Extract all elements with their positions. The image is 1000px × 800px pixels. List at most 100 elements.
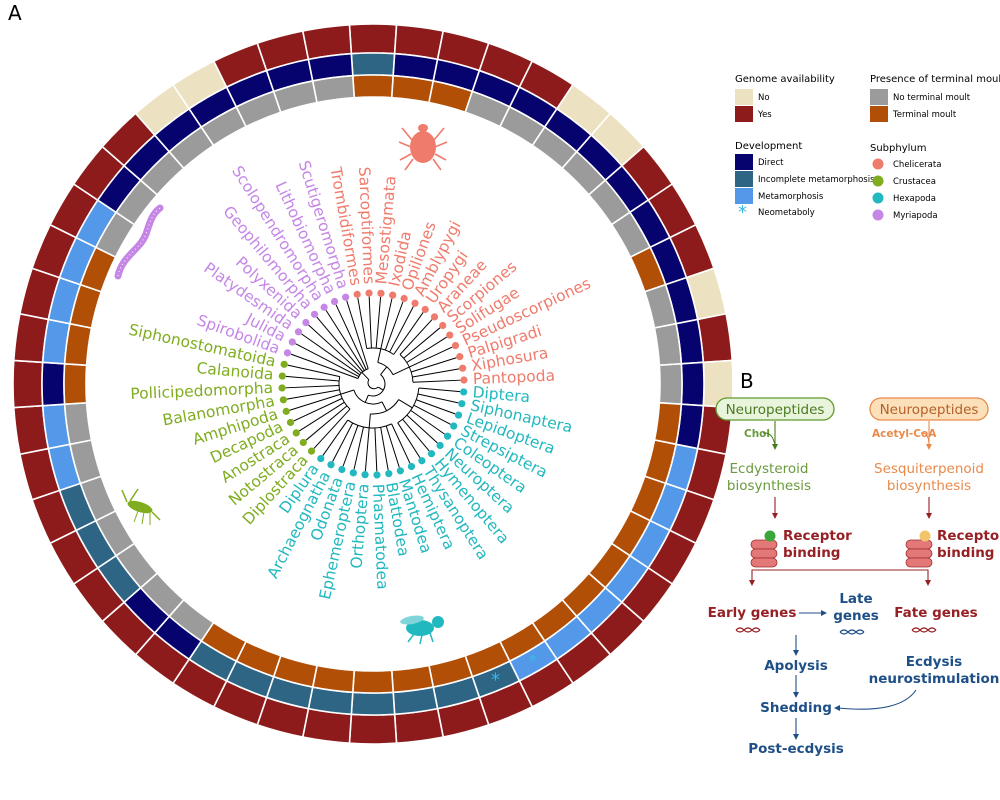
tip-dot	[446, 331, 454, 339]
post-ecdysis-label: Post-ecdysis	[748, 741, 844, 757]
taxon-labels: TrombidiformesSarcoptiformesMesostigmata…	[127, 158, 593, 601]
legend-dot-hexapoda	[872, 192, 884, 204]
legend-dev-neometaboly: Neometaboly	[758, 208, 815, 218]
ring-development-cell	[680, 361, 705, 407]
early-genes-label: Early genes	[708, 605, 797, 621]
left-neuropeptides-pill	[715, 397, 835, 421]
tip-dot	[279, 396, 287, 404]
ring-moult-cell	[63, 322, 93, 367]
tree-arc	[377, 362, 394, 375]
tree-branch	[290, 353, 359, 379]
taxon-label: Phasmatodea	[369, 483, 392, 589]
tree-branch	[322, 419, 349, 456]
ring-genome-cell	[348, 713, 398, 745]
ring-development-cell	[41, 361, 66, 407]
panel-letter-b: B	[740, 369, 754, 393]
tree-branch	[313, 408, 351, 449]
legend-dot-chelicerata	[872, 158, 884, 170]
acetyl-coa-label: Acetyl-CoA	[872, 428, 937, 440]
left-receptor-line1: Receptor	[783, 528, 852, 544]
tip-dot	[320, 303, 328, 311]
tree-branch	[299, 401, 345, 432]
tree-branch	[389, 306, 414, 353]
tree-branch	[377, 348, 382, 363]
tree-branch	[377, 386, 384, 391]
tree-branch	[381, 401, 388, 411]
tree-branch	[397, 422, 421, 458]
ring-genome-cell	[348, 23, 398, 55]
ring-moult-cell	[63, 401, 93, 446]
taxon-label: Sarcoptiformes	[355, 166, 378, 284]
tree-branch	[384, 301, 404, 351]
tree-branch	[308, 324, 362, 374]
ecdysis-line2: neurostimulation	[869, 671, 1000, 687]
tip-dot	[342, 293, 350, 301]
legend-swatch-moult-no	[870, 89, 888, 105]
tree-branch	[285, 375, 340, 382]
tree-branch	[361, 372, 370, 381]
left-neuropeptides-label: Neuropeptides	[726, 402, 825, 418]
tip-dot	[450, 422, 458, 430]
tip-dot	[307, 447, 316, 455]
tree-branch	[380, 427, 389, 471]
ring-moult-cell	[351, 669, 395, 694]
left-receptor-line2: binding	[783, 545, 840, 561]
tip-dot	[288, 338, 296, 346]
tree-branch	[410, 409, 445, 435]
ring-moult-cell	[351, 74, 395, 99]
right-receptor-line2: binding	[937, 545, 994, 561]
legend-swatch-genome-no	[735, 89, 753, 105]
tip-dot	[400, 294, 408, 303]
millipede-silhouette-icon	[114, 204, 164, 280]
ecdysis-line1: Ecdysis	[906, 654, 962, 670]
tip-dot	[327, 461, 335, 469]
late-genes-line1: Late	[839, 591, 872, 607]
neometaboly-asterisk-icon: *	[529, 651, 538, 672]
legend-moult-yes: Terminal moult	[892, 110, 957, 120]
legend-genome-title: Genome availability	[735, 74, 835, 85]
tree-branch	[409, 346, 453, 368]
tree-branch	[340, 389, 355, 395]
tip-dot	[353, 290, 361, 298]
tip-dot	[460, 376, 468, 384]
tip-dot	[338, 465, 346, 474]
tip-dot	[278, 384, 286, 392]
panel-letter-a: A	[8, 1, 22, 25]
tip-dot	[439, 321, 447, 330]
tree-branch	[286, 389, 340, 400]
tip-dot	[286, 418, 295, 427]
tip-dot	[456, 353, 464, 361]
tree-root-arc	[367, 379, 379, 390]
shrimp-silhouette-icon	[121, 488, 161, 525]
right-neuropeptides-label: Neuropeptides	[880, 402, 979, 418]
dna-icon-early	[735, 627, 761, 633]
tip-dot	[385, 470, 393, 478]
tree-arc	[397, 387, 420, 424]
tree-branch	[406, 336, 447, 363]
tree-branch	[364, 427, 370, 472]
tree-branch	[293, 397, 343, 422]
legend-moult-no: No terminal moult	[893, 93, 971, 103]
taxon-label: Pantopoda	[472, 367, 555, 389]
annotation-ring: **	[12, 23, 734, 745]
legend-swatch-genome-yes	[735, 106, 753, 122]
ring-moult-cell	[653, 322, 683, 367]
pathway-diagram: Neuropeptides Neuropeptides Chol Acetyl-…	[708, 397, 1000, 757]
tip-dot	[458, 400, 466, 408]
tree-branch	[416, 399, 456, 415]
tip-dot	[292, 429, 300, 437]
tip-dot	[349, 469, 357, 477]
left-receptor-icon	[750, 530, 778, 568]
apolysis-label: Apolysis	[764, 658, 828, 674]
tree-branch	[368, 296, 372, 349]
phylogenetic-tree	[285, 296, 461, 472]
tree-branch	[402, 418, 430, 452]
legend-swatch-metamorphosis	[735, 188, 753, 204]
tip-dot	[377, 289, 385, 297]
chol-label: Chol	[744, 428, 770, 440]
legend-moult-title: Presence of terminal moult	[870, 74, 1000, 85]
tree-arc	[368, 374, 386, 397]
neometaboly-asterisk-icon: *	[738, 202, 747, 223]
tip-dot	[427, 450, 436, 458]
